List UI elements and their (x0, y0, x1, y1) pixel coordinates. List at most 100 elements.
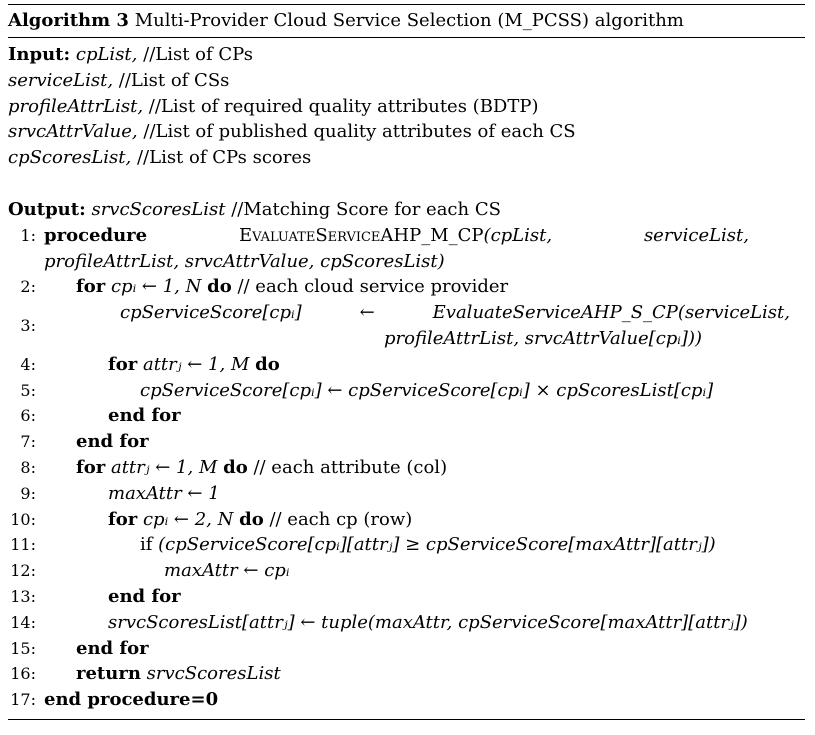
procedure-keyword: procedure (44, 224, 148, 246)
code-line-17: 17: end procedure=0 (8, 687, 805, 713)
output-label: Output: (8, 198, 86, 220)
line-number: 2: (20, 277, 36, 297)
statement: maxAttr ← cpᵢ (164, 560, 290, 582)
assign-lhs: cpServiceScore[cpᵢ] (120, 302, 302, 324)
line-number: 5: (20, 380, 36, 400)
return-keyword: return (76, 663, 141, 685)
code-line-2: 2: for cpᵢ ← 1, N do // each cloud servi… (8, 274, 805, 300)
statement: cpServiceScore[cpᵢ] ← cpServiceScore[cpᵢ… (140, 379, 714, 401)
for-keyword: for (76, 276, 106, 298)
input-var: serviceList, (8, 69, 114, 91)
code-line-16: 16: return srvcScoresList (8, 661, 805, 687)
input-line: serviceList, //List of CSs (8, 68, 805, 94)
return-value: srvcScoresList (146, 663, 281, 685)
for-keyword: for (76, 456, 106, 478)
do-keyword: do (239, 508, 264, 530)
input-comment: //List of published quality attributes o… (143, 121, 576, 143)
code-line-13: 13: end for (8, 584, 805, 610)
code-line-8: 8: for attrⱼ ← 1, M do // each attribute… (8, 455, 805, 481)
line-number: 12: (10, 561, 36, 581)
end-procedure-keyword: end procedure=0 (44, 689, 219, 711)
line-number: 3: (20, 316, 36, 336)
input-line: profileAttrList, //List of required qual… (8, 94, 805, 120)
code-line-10: 10: for cpᵢ ← 2, N do // each cp (row) (8, 507, 805, 533)
line-number: 11: (10, 535, 36, 555)
for-expr: attrⱼ ← 1, M (142, 353, 250, 375)
input-var: cpScoresList, (8, 147, 132, 169)
code-line-1-cont: profileAttrList, srvcAttrValue, cpScores… (8, 249, 805, 275)
code-line-6: 6: end for (8, 403, 805, 429)
input-comment: //List of required quality attributes (B… (148, 95, 539, 117)
procedure-args: serviceList, (643, 224, 749, 246)
do-keyword: do (207, 276, 232, 298)
line-number: 9: (20, 483, 36, 503)
code-comment: // each cloud service provider (237, 276, 509, 298)
for-keyword: for (108, 353, 138, 375)
input-var: cpList, (75, 44, 138, 65)
line-number: 10: (10, 509, 36, 529)
line-number: 7: (20, 432, 36, 452)
algorithm-caption: Algorithm 3 Multi-Provider Cloud Service… (8, 5, 805, 37)
line-number: 14: (10, 612, 36, 632)
assign-rhs-cont: profileAttrList, srvcAttrValue[cpᵢ])) (384, 327, 702, 349)
input-comment: //List of CPs (143, 44, 254, 65)
line-number: 15: (10, 638, 36, 658)
statement: srvcScoresList[attrⱼ] ← tuple(maxAttr, c… (108, 611, 748, 633)
code-line-11: 11: if (cpServiceScore[cpᵢ][attrⱼ] ≥ cpS… (8, 532, 805, 558)
for-expr: attrⱼ ← 1, M (110, 456, 218, 478)
do-keyword: do (255, 353, 280, 375)
end-for-keyword: end for (76, 431, 149, 453)
input-line: Input: cpList, //List of CPs (8, 42, 805, 68)
line-number: 6: (20, 406, 36, 426)
end-for-keyword: end for (76, 637, 149, 659)
statement: maxAttr ← 1 (108, 482, 220, 504)
for-keyword: for (108, 508, 138, 530)
output-var: srvcScoresList (91, 198, 226, 220)
output-line: Output: srvcScoresList //Matching Score … (8, 197, 805, 223)
input-section: Input: cpList, //List of CPs serviceList… (8, 38, 805, 171)
code-line-12: 12: maxAttr ← cpᵢ (8, 558, 805, 584)
code-line-4: 4: for attrⱼ ← 1, M do (8, 352, 805, 378)
end-for-keyword: end for (108, 405, 181, 427)
procedure-args: (cpList, (483, 224, 553, 246)
code-line-1: 1: procedure EvaluateServiceAHP_M_CP(cpL… (8, 223, 805, 249)
code-comment: // each attribute (col) (253, 456, 448, 478)
code-line-15: 15: end for (8, 636, 805, 662)
bottom-rule (8, 718, 805, 720)
procedure-args-cont: profileAttrList, srvcAttrValue, cpScores… (44, 250, 445, 272)
code-line-5: 5: cpServiceScore[cpᵢ] ← cpServiceScore[… (8, 378, 805, 404)
line-number: 17: (10, 690, 36, 710)
code-comment: // each cp (row) (269, 508, 413, 530)
line-number: 8: (20, 457, 36, 477)
end-for-keyword: end for (108, 585, 181, 607)
for-expr: cpᵢ ← 1, N (110, 276, 202, 298)
assign-arrow: ← (359, 302, 375, 324)
line-number: 16: (10, 664, 36, 684)
if-condition: (cpServiceScore[cpᵢ][attrⱼ] ≥ cpServiceS… (158, 534, 716, 556)
output-comment: //Matching Score for each CS (231, 198, 501, 220)
code-line-9: 9: maxAttr ← 1 (8, 481, 805, 507)
caption-title: Multi-Provider Cloud Service Selection (… (134, 10, 684, 31)
input-comment: //List of CSs (118, 69, 230, 91)
do-keyword: do (223, 456, 248, 478)
code-line-7: 7: end for (8, 429, 805, 455)
line-number: 1: (20, 225, 36, 245)
line-number: 4: (20, 354, 36, 374)
input-var: profileAttrList, (8, 95, 144, 117)
code-line-3: 3: cpServiceScore[cpᵢ] ← EvaluateService… (8, 300, 805, 352)
input-line: srvcAttrValue, //List of published quali… (8, 119, 805, 145)
input-var: srvcAttrValue, (8, 121, 138, 143)
input-comment: //List of CPs scores (136, 147, 312, 169)
input-line: cpScoresList, //List of CPs scores (8, 145, 805, 171)
line-number: 13: (10, 586, 36, 606)
for-expr: cpᵢ ← 2, N (142, 508, 234, 530)
caption-rule (8, 37, 805, 38)
input-label: Input: (8, 44, 71, 65)
code-line-14: 14: srvcScoresList[attrⱼ] ← tuple(maxAtt… (8, 610, 805, 636)
assign-rhs: EvaluateServiceAHP_S_CP(serviceList, (432, 302, 790, 324)
if-keyword: if (140, 534, 153, 556)
procedure-name: EvaluateServiceAHP_M_CP (238, 224, 484, 246)
top-rule (8, 4, 805, 5)
algorithm-block: Algorithm 3 Multi-Provider Cloud Service… (8, 4, 805, 720)
caption-label: Algorithm 3 (8, 10, 129, 31)
